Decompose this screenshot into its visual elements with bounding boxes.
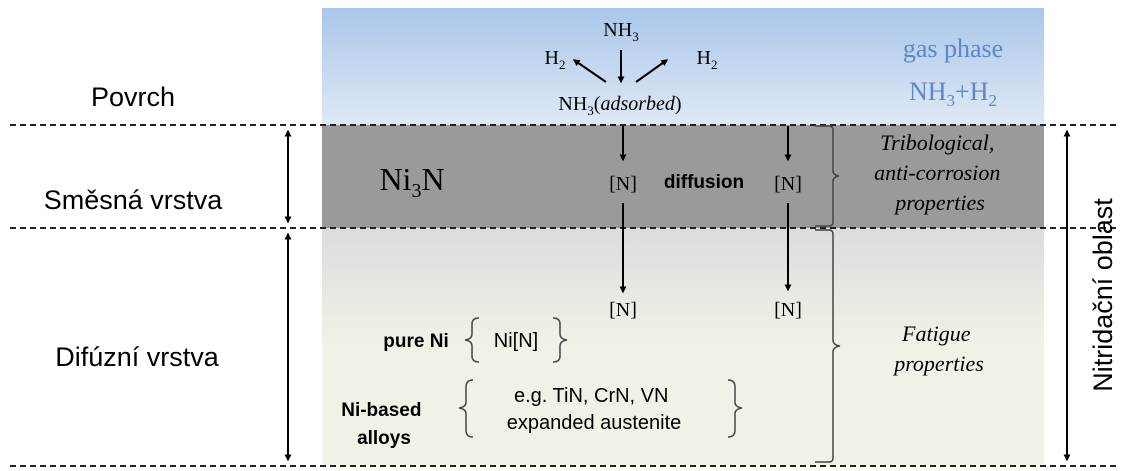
arrow-to-h2-right	[635, 59, 669, 83]
fatigue-brace	[815, 229, 841, 463]
gas-phase-formula: NH3+H2	[909, 77, 997, 110]
alloys-content: e.g. TiN, CrN, VN expanded austenite	[507, 385, 682, 434]
n-diffusion-left: [N]	[609, 299, 637, 321]
alloys-brace-right	[727, 379, 743, 438]
label-compound-layer: Směsná vrstva	[44, 185, 224, 215]
arrow-to-h2-left	[572, 59, 607, 83]
diffusion-layer-band	[322, 228, 1044, 466]
n-compound-left: [N]	[609, 173, 637, 195]
h2-left-formula: H2	[545, 47, 566, 72]
pure-ni-brace-right	[552, 317, 568, 363]
compound-layer-band	[322, 125, 1044, 228]
n-diffusion-right: [N]	[774, 299, 802, 321]
nh3-formula: NH3	[603, 19, 638, 44]
tribological-properties: Tribological, anti-corrosion properties	[874, 130, 1006, 215]
nh3-adsorbed-formula: NH3(adsorbed)	[558, 93, 681, 118]
gas-phase-band	[322, 8, 1044, 125]
pure-ni-label: pure Ni	[383, 331, 448, 352]
fatigue-properties: Fatigue properties	[892, 321, 984, 376]
pure-ni-brace-left	[464, 317, 480, 363]
pure-ni-content: Ni[N]	[494, 330, 538, 352]
label-surface: Povrch	[91, 82, 175, 112]
h2-right-formula: H2	[697, 47, 718, 72]
tribological-brace	[815, 125, 840, 227]
gas-phase-label: gas phase	[903, 34, 1003, 63]
label-nitriding-zone: Nitridační oblast	[1088, 198, 1118, 392]
alloys-brace-left	[458, 379, 474, 438]
n-compound-right: [N]	[774, 173, 802, 195]
ni-alloys-label: Ni-based alloys	[341, 400, 427, 449]
diffusion-label: diffusion	[664, 172, 744, 193]
label-diffusion-layer: Difúzní vrstva	[55, 342, 220, 372]
ni3n-formula: Ni3N	[379, 161, 444, 202]
